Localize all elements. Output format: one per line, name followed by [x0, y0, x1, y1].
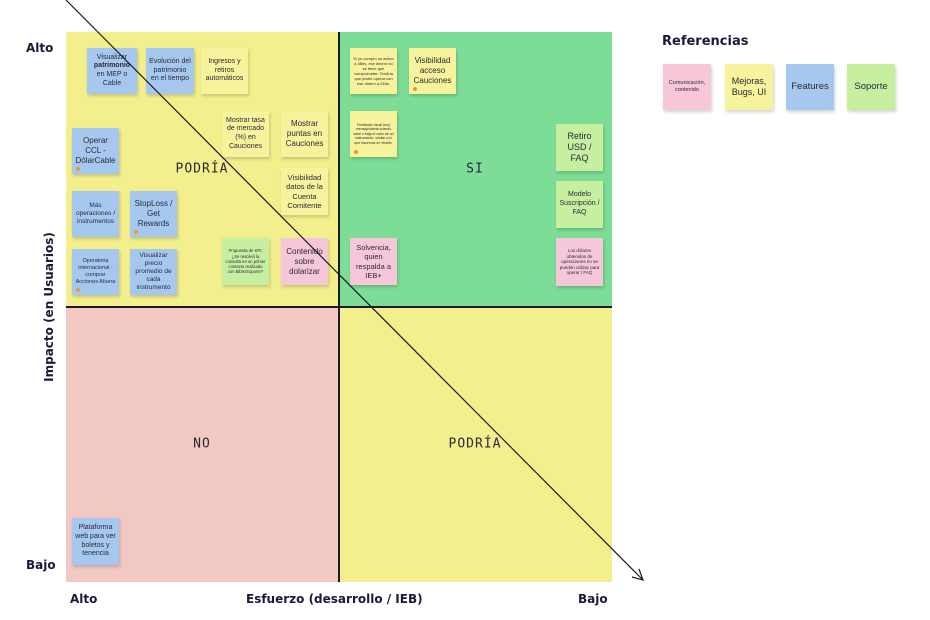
y-axis-title: Impacto (en Usuarios) — [42, 232, 56, 382]
note-text: Contenido sobre dolarizar — [286, 246, 323, 276]
note-text: Operar CCL - DólarCable — [75, 136, 116, 165]
legend-item-comunicacion: Comunicación, contenido — [663, 64, 711, 110]
note-text: Operatoria internacional - comprar Accio… — [75, 258, 116, 285]
note-text: Propuesta de KPI: ¿Se resolvió la consul… — [225, 248, 266, 275]
status-dot — [413, 87, 417, 91]
legend-item-label: Soporte — [854, 81, 888, 93]
sticky-note[interactable]: Operatoria internacional - comprar Accio… — [72, 249, 119, 295]
note-text: Visualizar precio promedio de cada instr… — [135, 251, 172, 292]
note-text: Modelo Suscripción / FAQ — [559, 191, 600, 216]
sticky-note[interactable]: Plataforma web para ver boletos y tenenc… — [72, 518, 119, 565]
legend-item-label: Mejoras, Bugs, UI — [731, 75, 767, 97]
sticky-note[interactable]: Propuesta de KPI: ¿Se resolvió la consul… — [222, 238, 269, 285]
note-text: Visualizar — [96, 53, 128, 61]
note-text: Mostrar tasa de mercado (%) en Cauciones — [226, 116, 265, 150]
sticky-note[interactable]: Feedback visual (ms) mensaje/alerta cuan… — [350, 111, 397, 157]
note-text: Plataforma web para ver boletos y tenenc… — [75, 524, 116, 558]
status-dot — [134, 230, 138, 234]
note-text: Los dólares obtenidos de operaciones no … — [559, 247, 600, 276]
sticky-note[interactable]: Contenido sobre dolarizar — [281, 238, 328, 285]
quadrant-label-top-left: PODRÍA — [175, 161, 229, 177]
note-text: Si yo compro un activo a 48hs, ese diner… — [353, 56, 394, 86]
sticky-note[interactable]: Modelo Suscripción / FAQ — [556, 181, 603, 228]
sticky-note[interactable]: Mostrar tasa de mercado (%) en Cauciones — [222, 111, 269, 157]
sticky-note[interactable]: Operar CCL - DólarCable — [72, 128, 119, 174]
x-axis-low-label: Bajo — [578, 592, 608, 606]
status-dot — [76, 167, 80, 171]
legend-item-label: Comunicación, contenido — [668, 80, 706, 93]
note-text: Visibilidad datos de la Cuenta Comitente — [286, 172, 323, 210]
status-dot — [76, 288, 80, 292]
sticky-note[interactable]: Evolución del patrimonio en el tiempo — [146, 48, 194, 94]
note-text: Visibilidad acceso Cauciones — [413, 56, 452, 85]
x-axis-high-label: Alto — [70, 592, 98, 606]
sticky-note[interactable]: Visibilidad datos de la Cuenta Comitente — [281, 168, 328, 215]
legend-item-features: Features — [786, 64, 834, 110]
sticky-note[interactable]: Si yo compro un activo a 48hs, ese diner… — [350, 48, 397, 94]
note-text: Feedback visual (ms) mensaje/alerta cuan… — [353, 123, 394, 145]
note-text: Solvencia, quien respalda a IEB+ — [355, 242, 392, 280]
legend-item-mejoras: Mejoras, Bugs, UI — [725, 64, 773, 110]
quadrant-label-bottom-left: NO — [193, 436, 211, 452]
note-text: Más operaciones / instrumentos — [75, 201, 116, 226]
horizontal-divider — [66, 306, 612, 308]
x-axis-title: Esfuerzo (desarrollo / IEB) — [246, 592, 423, 606]
note-text: Ingresos y retiros automáticos — [205, 57, 244, 83]
y-axis-high-label: Alto — [26, 41, 54, 55]
y-axis-low-label: Bajo — [26, 558, 56, 572]
note-text: StopLoss / Get Rewards — [134, 199, 173, 228]
note-text-bold: patrimonio — [93, 62, 131, 70]
quadrant-label-bottom-right: PODRÍA — [448, 436, 502, 452]
sticky-note[interactable]: Ingresos y retiros automáticos — [201, 48, 248, 94]
legend-item-label: Features — [791, 81, 829, 93]
legend-item-soporte: Soporte — [847, 64, 895, 110]
note-text: Evolución del patrimonio en el tiempo — [149, 57, 191, 83]
sticky-note[interactable]: Mostrar puntas en Cauciones — [281, 111, 328, 157]
sticky-note[interactable]: StopLoss / Get Rewards — [130, 191, 177, 237]
note-text: Mostrar puntas en Cauciones — [285, 119, 324, 148]
sticky-note[interactable]: Los dólares obtenidos de operaciones no … — [556, 238, 603, 286]
legend-title: Referencias — [662, 34, 749, 49]
status-dot — [354, 150, 358, 154]
sticky-note[interactable]: Visualizar precio promedio de cada instr… — [130, 249, 177, 295]
quadrant-label-top-right: SI — [466, 161, 484, 177]
sticky-note[interactable]: Retiro USD / FAQ — [556, 124, 603, 171]
note-text: en MEP o Cable — [96, 71, 128, 87]
sticky-note[interactable]: Más operaciones / instrumentos — [72, 191, 119, 237]
note-text: Retiro USD / FAQ — [567, 130, 592, 164]
sticky-note[interactable]: Visibilidad acceso Cauciones — [409, 48, 456, 94]
sticky-note[interactable]: Solvencia, quien respalda a IEB+ — [350, 238, 397, 285]
